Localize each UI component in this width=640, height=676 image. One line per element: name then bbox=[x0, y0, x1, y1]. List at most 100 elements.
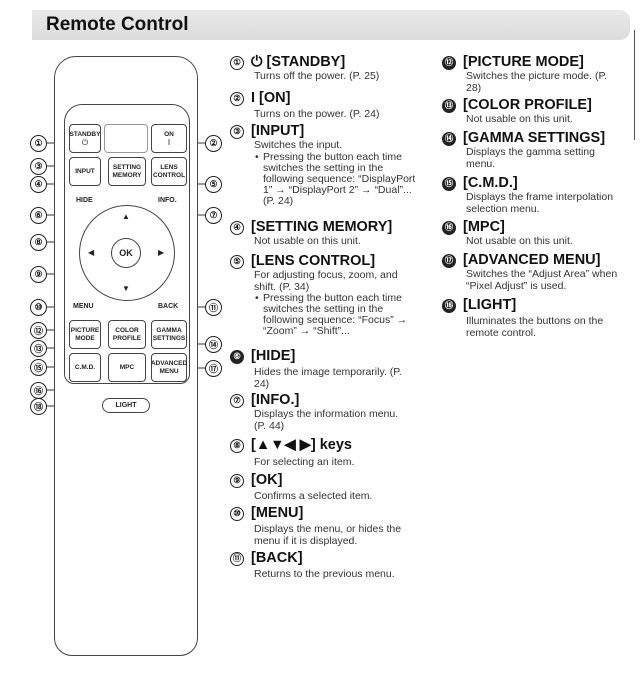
item-title: [▲▼◀ ▶] keys bbox=[251, 437, 352, 453]
item-title: [MPC] bbox=[463, 219, 505, 235]
item-title: [OK] bbox=[251, 472, 283, 488]
item-description: Confirms a selected item. bbox=[254, 490, 373, 502]
callout-5: ⑤ bbox=[205, 176, 222, 193]
input-button[interactable]: INPUT bbox=[69, 157, 101, 186]
info-button[interactable]: INFO. bbox=[158, 197, 177, 204]
item-number: ⑮ bbox=[442, 176, 456, 191]
setting-memory-button[interactable]: SETTING MEMORY bbox=[108, 157, 146, 186]
item-description: For selecting an item. bbox=[254, 456, 355, 468]
item-description: Not usable on this unit. bbox=[466, 235, 573, 247]
item-number: ⑱ bbox=[442, 298, 456, 313]
item-number: ⑬ bbox=[442, 98, 456, 113]
item-title: [HIDE] bbox=[251, 348, 296, 364]
light-button-label: LIGHT bbox=[115, 402, 137, 409]
back-button[interactable]: BACK bbox=[158, 303, 179, 310]
item-standby: ① ⏻ [STANDBY] Turns off the power. (P. 25… bbox=[230, 54, 379, 83]
item-bullet: Pressing the button each time switches t… bbox=[254, 151, 418, 207]
color-profile-button[interactable]: COLOR PROFILE bbox=[108, 320, 146, 349]
blank-button bbox=[104, 124, 148, 153]
on-button[interactable]: ON I bbox=[151, 124, 187, 153]
item-info: ⑦ [INFO.] Displays the information menu. … bbox=[230, 392, 410, 432]
item-title: [ADVANCED MENU] bbox=[463, 252, 601, 268]
item-title: I [ON] bbox=[251, 90, 291, 106]
item-gamma-settings: ⑭[GAMMA SETTINGS] Displays the gamma set… bbox=[442, 130, 617, 170]
item-number: ② bbox=[230, 91, 244, 106]
callout-6: ⑥ bbox=[30, 207, 47, 224]
item-title: ⏻ [STANDBY] bbox=[251, 54, 346, 70]
item-title: [COLOR PROFILE] bbox=[463, 97, 592, 113]
left-arrow-icon[interactable]: ◀ bbox=[88, 248, 95, 257]
remote-button-panel bbox=[64, 104, 190, 384]
standby-button[interactable]: STANDBY ⏻ bbox=[69, 124, 101, 153]
mpc-button-label: MPC bbox=[119, 363, 135, 371]
item-number: ⑦ bbox=[230, 393, 244, 408]
callout-17: ⑰ bbox=[205, 360, 222, 377]
light-button[interactable]: LIGHT bbox=[102, 398, 150, 413]
color-profile-button-label: COLOR PROFILE bbox=[112, 326, 142, 342]
item-keys: ⑧ [▲▼◀ ▶] keys For selecting an item. bbox=[230, 437, 354, 469]
hide-button[interactable]: HIDE bbox=[76, 197, 93, 204]
item-bullet: Pressing the button each time switches t… bbox=[254, 293, 418, 337]
advanced-menu-button-label: ADVANCED MENU bbox=[150, 359, 188, 375]
item-number: ① bbox=[230, 55, 244, 70]
cmd-button[interactable]: C.M.D. bbox=[69, 353, 101, 382]
callout-16: ⑯ bbox=[30, 382, 47, 399]
ok-button-label: OK bbox=[119, 248, 133, 258]
item-advanced-menu: ⑰[ADVANCED MENU] Switches the “Adjust Ar… bbox=[442, 252, 632, 292]
mpc-button[interactable]: MPC bbox=[108, 353, 146, 382]
callout-10: ⑩ bbox=[30, 299, 47, 316]
directional-pad bbox=[79, 205, 175, 301]
item-title: [C.M.D.] bbox=[463, 175, 518, 191]
item-description: Not usable on this unit. bbox=[254, 235, 361, 247]
item-description: For adjusting focus, zoom, and shift. (P… bbox=[254, 269, 398, 293]
item-title: [MENU] bbox=[251, 505, 304, 521]
right-arrow-icon[interactable]: ▶ bbox=[158, 248, 165, 257]
item-description: Displays the information menu. (P. 44) bbox=[254, 408, 399, 432]
picture-mode-button[interactable]: PICTURE MODE bbox=[69, 320, 101, 349]
advanced-menu-button[interactable]: ADVANCED MENU bbox=[151, 353, 187, 382]
item-description: Switches the picture mode. (P. 28) bbox=[466, 70, 608, 94]
item-number: ④ bbox=[230, 220, 244, 235]
input-button-label: INPUT bbox=[75, 167, 95, 175]
item-description: Hides the image temporarily. (P. 24) bbox=[254, 366, 402, 390]
on-button-label: ON bbox=[164, 130, 174, 138]
item-description: Switches the input. bbox=[254, 139, 343, 151]
item-setting-memory: ④ [SETTING MEMORY] Not usable on this uni… bbox=[230, 219, 392, 248]
standby-button-label: STANDBY bbox=[69, 130, 101, 138]
callout-9: ⑨ bbox=[30, 266, 47, 283]
up-arrow-icon[interactable]: ▲ bbox=[122, 212, 130, 221]
section-title: Remote Control bbox=[46, 14, 189, 35]
page-edge-rule bbox=[634, 30, 635, 140]
callout-11: ⑪ bbox=[205, 299, 222, 316]
item-title: [SETTING MEMORY] bbox=[251, 219, 393, 235]
callout-14: ⑭ bbox=[205, 336, 222, 353]
cmd-button-label: C.M.D. bbox=[74, 363, 96, 371]
item-description: Displays the frame interpolation selecti… bbox=[466, 191, 614, 215]
item-number: ⑧ bbox=[230, 438, 244, 453]
item-light: ⑱[LIGHT] Illuminates the buttons on the … bbox=[442, 297, 622, 339]
callout-3: ③ bbox=[30, 158, 47, 175]
item-input: ③[INPUT] Switches the input. Pressing th… bbox=[230, 123, 418, 207]
item-description: Displays the gamma setting menu. bbox=[466, 146, 595, 170]
item-title: [INFO.] bbox=[251, 392, 300, 408]
item-title: [BACK] bbox=[251, 550, 303, 566]
gamma-settings-button[interactable]: GAMMA SETTINGS bbox=[151, 320, 187, 349]
item-title: [INPUT] bbox=[251, 123, 305, 139]
item-number: ⑪ bbox=[230, 551, 244, 566]
item-number: ⑫ bbox=[442, 55, 456, 70]
down-arrow-icon[interactable]: ▼ bbox=[122, 284, 130, 293]
callout-13: ⑬ bbox=[30, 340, 47, 357]
setting-memory-button-label: SETTING MEMORY bbox=[112, 163, 142, 179]
item-lens-control: ⑤[LENS CONTROL] For adjusting focus, zoo… bbox=[230, 253, 418, 337]
ok-button[interactable]: OK bbox=[111, 238, 141, 268]
power-icon: ⏻ bbox=[81, 137, 89, 147]
item-description: Turns on the power. (P. 24) bbox=[254, 108, 380, 120]
item-description: Displays the menu, or hides the menu if … bbox=[254, 523, 402, 547]
callout-7: ⑦ bbox=[205, 207, 222, 224]
picture-mode-button-label: PICTURE MODE bbox=[70, 326, 100, 342]
item-back: ⑪[BACK] Returns to the previous menu. bbox=[230, 550, 395, 581]
lens-control-button[interactable]: LENS CONTROL bbox=[151, 157, 187, 186]
item-description: Turns off the power. (P. 25) bbox=[254, 70, 380, 82]
item-description: Not usable on this unit. bbox=[466, 113, 573, 125]
menu-button[interactable]: MENU bbox=[73, 303, 94, 310]
